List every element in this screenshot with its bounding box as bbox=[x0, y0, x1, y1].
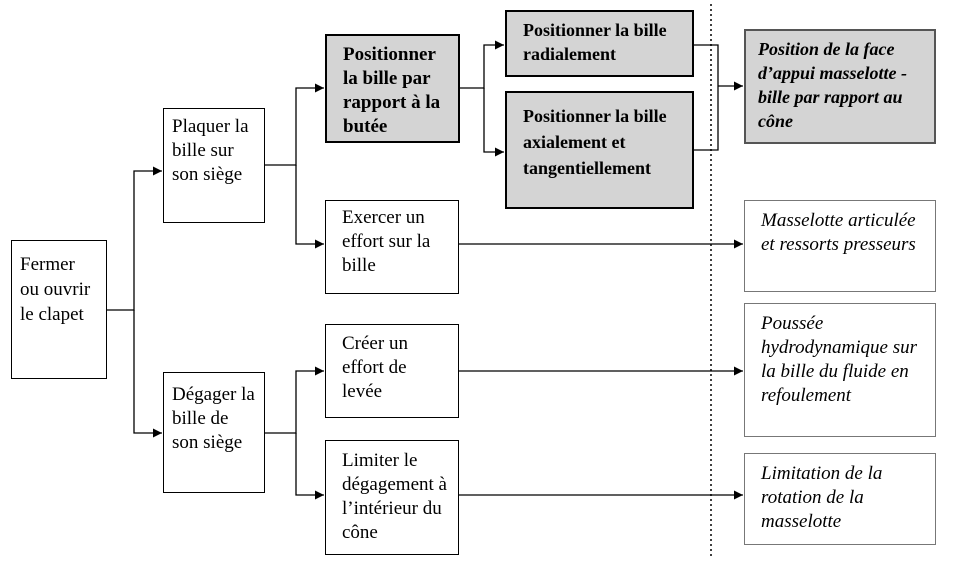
solution-label: Poussée hydrodynamique sur la bille du f… bbox=[761, 313, 918, 406]
node-label: Limiter le dégagement à l’intérieur du c… bbox=[342, 450, 447, 543]
node-label: Positionner la bille par rapport à la bu… bbox=[343, 44, 441, 137]
edge-butee-axial bbox=[483, 88, 504, 157]
node-label: Positionner la bille radialement bbox=[523, 20, 667, 64]
node-axial: Positionner la bille axialement et tange… bbox=[505, 91, 694, 209]
solution-position-face: Position de la face d’appui masselotte -… bbox=[744, 29, 936, 144]
node-positionner-butee: Positionner la bille par rapport à la bu… bbox=[325, 34, 460, 143]
node-label: Créer un effort de levée bbox=[342, 333, 408, 402]
edge-degager-limiter bbox=[295, 433, 324, 500]
solution-limitation: Limitation de la rotation de la masselot… bbox=[744, 453, 936, 545]
edge-fermer-plaquer bbox=[107, 166, 162, 311]
edge-degager-creer bbox=[265, 366, 324, 434]
node-fermer: Fermer ou ouvrir le clapet bbox=[11, 240, 107, 379]
node-creer: Créer un effort de levée bbox=[325, 324, 459, 418]
solution-masselotte: Masselotte articulée et ressorts presseu… bbox=[744, 200, 936, 292]
edge-plaquer-butee bbox=[265, 83, 324, 166]
node-radial: Positionner la bille radialement bbox=[505, 10, 694, 77]
edge-butee-radial bbox=[460, 40, 504, 89]
solution-label: Limitation de la rotation de la masselot… bbox=[761, 463, 883, 532]
solution-label: Masselotte articulée et ressorts presseu… bbox=[761, 210, 916, 255]
edge-plaquer-exercer bbox=[295, 165, 324, 249]
node-exercer: Exercer un effort sur la bille bbox=[325, 200, 459, 294]
node-label: Positionner la bille axialement et tange… bbox=[523, 106, 667, 178]
solution-poussee: Poussée hydrodynamique sur la bille du f… bbox=[744, 303, 936, 437]
node-degager: Dégager la bille de son siège bbox=[163, 372, 265, 493]
edge-fermer-degager bbox=[133, 310, 162, 438]
node-label: Fermer ou ouvrir le clapet bbox=[20, 254, 91, 325]
node-label: Plaquer la bille sur son siège bbox=[172, 116, 249, 185]
node-plaquer: Plaquer la bille sur son siège bbox=[163, 108, 265, 223]
node-label: Dégager la bille de son siège bbox=[172, 384, 255, 453]
solution-label: Position de la face d’appui masselotte -… bbox=[758, 39, 907, 131]
node-label: Exercer un effort sur la bille bbox=[342, 207, 431, 276]
edge-radial-solution bbox=[694, 44, 719, 151]
node-limiter: Limiter le dégagement à l’intérieur du c… bbox=[325, 440, 459, 555]
